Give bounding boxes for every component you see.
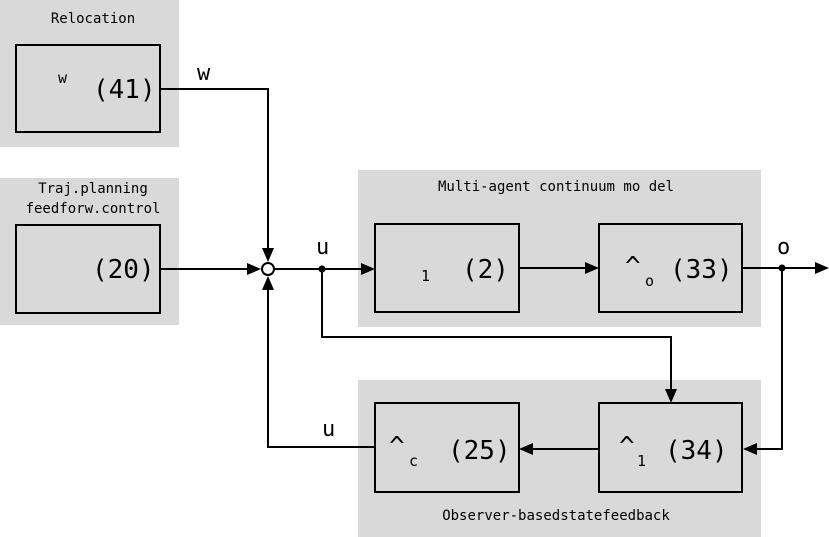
observer-hat: ^ [619,432,635,462]
u-branch-point [318,265,326,273]
continuum-model-caption: Multi-agent continuum mo del [438,179,674,195]
observer-feedback-caption: Observer-basedstatefeedback [442,508,670,524]
controller-block [374,402,520,493]
traj-planning-caption: Traj.planning [38,181,148,197]
arrow-feedback-into-sum [262,276,274,290]
observer-equation: (34) [665,436,728,466]
arrow-u-into-observer [665,389,677,403]
output-operator-equation: (33) [670,255,733,285]
output-operator-hat: ^ [625,252,641,282]
arrow-o-into-observer [743,443,757,455]
output-operator-subscript: o [645,272,654,290]
plant-subscript: 1 [421,267,430,285]
arrow-into-plant [361,263,375,275]
wire-feedback-to-sum [267,286,375,448]
controller-subscript: c [409,452,418,470]
relocation-caption: Relocation [51,11,135,27]
signal-w-label: w [197,61,211,86]
arrow-system-output [815,262,829,274]
signal-o-label: o [777,235,790,260]
signal-u-feedback-label: u [322,417,335,442]
controller-hat: ^ [389,432,405,462]
plant-block [374,223,520,313]
feedforward-block [15,224,161,314]
o-branch-point [778,264,786,272]
plant-equation: (2) [462,255,509,285]
feedforward-equation: (20) [92,255,155,285]
relocation-block [15,44,161,133]
feedforward-control-caption: feedforw.control [26,201,161,217]
observer-subscript: 1 [637,452,646,470]
relocation-symbol: w [58,69,68,87]
summing-junction [261,262,275,276]
arrow-ff-into-sum [247,263,261,275]
wire-w-to-sum [160,88,269,252]
arrow-w-into-sum [262,248,274,262]
wire-u-to-observer [321,269,672,390]
wire-o-to-observer [756,268,783,450]
arrow-into-controller [519,443,533,455]
observer-block [598,402,743,493]
signal-u-label: u [316,235,329,260]
output-operator-block [598,223,743,313]
controller-equation: (25) [448,436,511,466]
relocation-equation: (41) [93,75,156,105]
arrow-into-output-operator [585,262,599,274]
